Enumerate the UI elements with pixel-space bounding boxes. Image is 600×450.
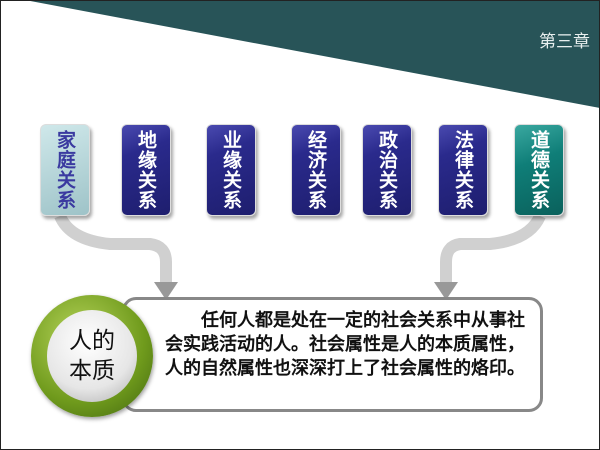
chapter-label: 第三章 <box>539 32 590 52</box>
relation-card-family: 家庭关系 <box>40 124 90 216</box>
relation-card-moral: 道德关系 <box>514 124 564 216</box>
header-banner <box>25 0 600 108</box>
relation-label: 地缘关系 <box>135 130 157 210</box>
arrow-down-left-icon <box>154 282 178 300</box>
essence-badge: 人的 本质 <box>31 295 153 417</box>
relation-card-geographic: 地缘关系 <box>121 124 171 216</box>
relation-label: 业缘关系 <box>220 130 242 210</box>
essence-description: 任何人都是处在一定的社会关系中从事社会实践活动的人。社会属性是人的本质属性，人的… <box>122 297 543 412</box>
relation-card-political: 政治关系 <box>362 124 412 216</box>
relation-label: 道德关系 <box>528 130 550 210</box>
essence-title-line2: 本质 <box>69 358 115 384</box>
relation-label: 经济关系 <box>305 130 327 210</box>
relation-label: 法律关系 <box>452 130 474 210</box>
essence-title-line1: 人的 <box>69 328 115 354</box>
relation-card-economic: 经济关系 <box>291 124 341 216</box>
connector-arrows <box>54 213 546 285</box>
relation-card-legal: 法律关系 <box>438 124 488 216</box>
relation-card-occupational: 业缘关系 <box>206 124 256 216</box>
arrow-down-right-icon <box>434 282 458 300</box>
relation-label: 家庭关系 <box>54 130 76 210</box>
relation-label: 政治关系 <box>376 130 398 210</box>
